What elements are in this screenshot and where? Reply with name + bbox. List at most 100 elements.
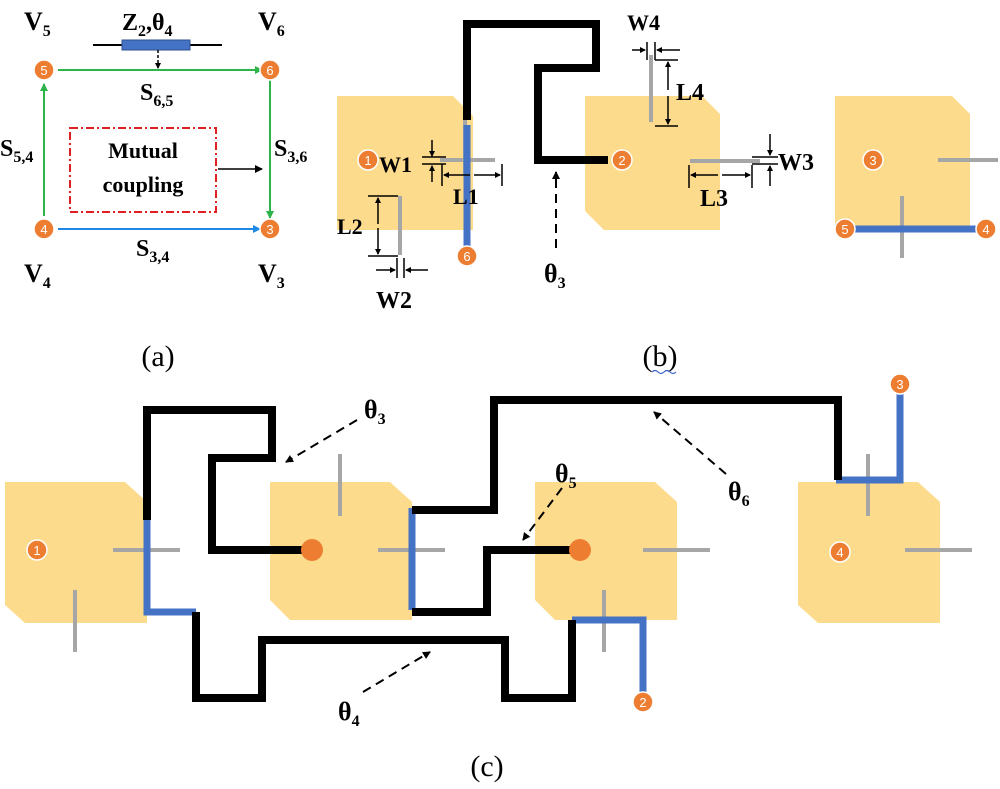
node-v4: 4 V4: [24, 218, 55, 292]
edge-label-s34: S3,4: [136, 236, 169, 266]
svg-text:3: 3: [896, 377, 903, 392]
label-w2: W2: [376, 288, 412, 314]
svg-text:6: 6: [266, 63, 273, 78]
dim-w3: [752, 134, 778, 186]
svg-text:2: 2: [639, 695, 646, 710]
dim-w2: [376, 258, 428, 278]
dim-w4: [632, 42, 680, 60]
caption-b-squiggle: [651, 369, 677, 375]
port-5-icon: [33, 59, 55, 81]
feed-c1: [143, 520, 196, 616]
label-c-theta4: θ4: [338, 697, 360, 730]
panel-c: 1 2 3 4 θ3 θ5 θ6 θ4 (c): [5, 373, 972, 783]
node-label-v4: V4: [24, 259, 51, 292]
meander-c-theta4: [192, 612, 576, 702]
meander-c-theta6: [412, 396, 842, 514]
node-v5: 5 V5: [24, 7, 55, 81]
panel-a: Z2,θ4 Mutual coupling 5 V5 6 V6 4 V4 3: [0, 7, 307, 373]
port-4-icon: [33, 218, 55, 240]
arrow-c-theta3: [285, 419, 358, 463]
patch-c3: [535, 482, 677, 620]
label-l3: L3: [700, 186, 728, 212]
arrow-c-theta4: [362, 651, 431, 693]
svg-text:3: 3: [869, 153, 876, 168]
meander-c-theta3: [143, 406, 310, 554]
port-3-icon: [259, 218, 281, 240]
svg-text:4: 4: [40, 222, 47, 237]
caption-a: (a): [141, 340, 174, 373]
node-label-v6: V6: [258, 7, 285, 40]
meander-c-theta5: [412, 546, 580, 616]
patch-c2: [270, 482, 412, 620]
port-3-icon: [862, 149, 884, 171]
feed-c4: [836, 386, 904, 484]
label-c-theta3: θ3: [364, 395, 386, 428]
feed-c3: [572, 616, 647, 700]
node-v6: 6 V6: [258, 7, 285, 81]
svg-text:6: 6: [463, 249, 470, 264]
port-2-icon: [632, 691, 654, 713]
tline-block: [121, 39, 191, 51]
svg-text:1: 1: [33, 543, 40, 558]
port-c4: 4: [829, 541, 851, 563]
dim-l2: [368, 195, 398, 257]
patch-b2: [585, 96, 720, 230]
dim-l4: [655, 59, 678, 127]
node-v3: 3 V3: [258, 218, 285, 292]
patch-c1: [5, 482, 147, 623]
junction-c2-dot: [301, 539, 323, 561]
node-label-v3: V3: [258, 259, 285, 292]
caption-c: (c): [470, 750, 503, 783]
label-l2: L2: [337, 214, 363, 239]
port-6-icon: [259, 59, 281, 81]
patch-b3: [835, 96, 970, 230]
port-c2: 2: [632, 691, 654, 713]
port-1-icon: [26, 539, 48, 561]
svg-text:4: 4: [982, 222, 989, 237]
port-c1: 1: [26, 539, 48, 561]
label-l4: L4: [676, 80, 704, 106]
port-c3: 3: [889, 373, 911, 395]
port-b1: 1: [357, 149, 379, 171]
mutual-label-2: coupling: [103, 172, 184, 197]
port-4-icon: [829, 541, 851, 563]
label-w4: W4: [627, 10, 660, 35]
caption-b: (b): [643, 340, 678, 373]
svg-text:5: 5: [841, 222, 848, 237]
label-l1: L1: [453, 184, 479, 209]
port-b5: 5: [834, 218, 856, 240]
label-w1: W1: [379, 152, 412, 177]
svg-text:3: 3: [266, 222, 273, 237]
panel-b: 1 2 3 4 5 6 W1 L1 L2 W2 W4: [337, 10, 998, 375]
junction-c3-dot: [569, 539, 591, 561]
mutual-label-1: Mutual: [108, 138, 178, 163]
label-c-theta6: θ6: [728, 477, 750, 510]
port-1-icon: [357, 149, 379, 171]
dim-l3: [688, 165, 753, 188]
label-w3: W3: [778, 150, 814, 176]
svg-text:5: 5: [40, 63, 47, 78]
meander-b-theta3: [463, 20, 608, 164]
port-6-icon: [456, 245, 478, 267]
port-2-icon: [611, 149, 633, 171]
label-b-theta3: θ3: [544, 259, 566, 292]
edge-label-s65: S6,5: [140, 80, 173, 110]
port-b6: 6: [456, 245, 478, 267]
mutual-coupling-box: [69, 127, 217, 213]
edge-label-s36: S3,6: [274, 136, 307, 166]
svg-text:4: 4: [836, 545, 843, 560]
patch-c4: [798, 482, 940, 623]
svg-text:1: 1: [364, 153, 371, 168]
port-5-icon: [834, 218, 856, 240]
port-b4: 4: [975, 218, 997, 240]
svg-text:2: 2: [618, 153, 625, 168]
arrow-c-theta6: [653, 411, 727, 475]
port-3-icon: [889, 373, 911, 395]
dim-l1: [441, 164, 503, 186]
tline-label: Z2,θ4: [122, 10, 173, 40]
edge-label-s54: S5,4: [0, 136, 33, 166]
node-label-v5: V5: [24, 7, 51, 40]
port-b3: 3: [862, 149, 884, 171]
port-4-icon: [975, 218, 997, 240]
